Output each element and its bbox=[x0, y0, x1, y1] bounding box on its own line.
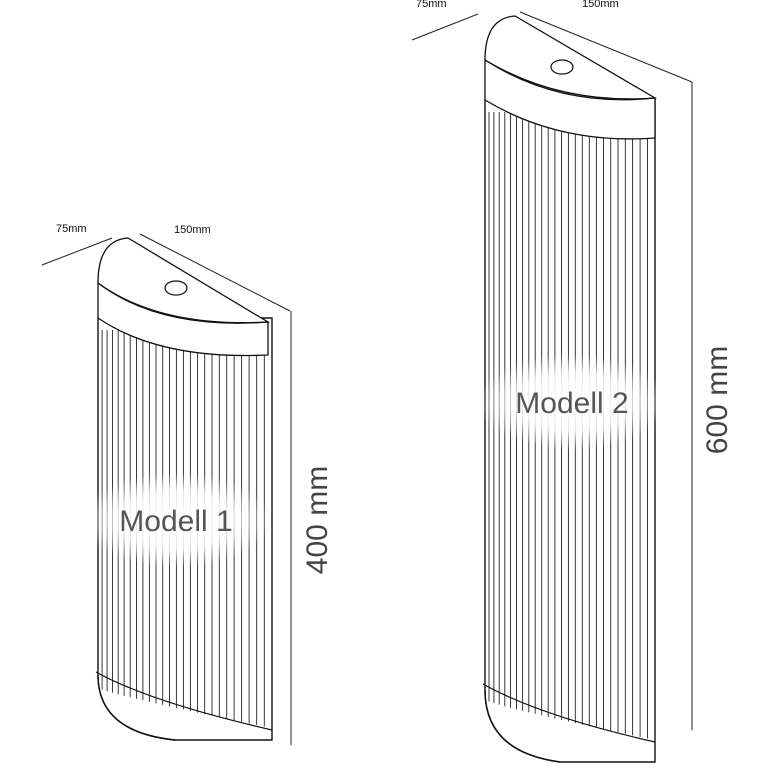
model-2-name-label: Modell 2 bbox=[515, 387, 628, 420]
model-1-width-label: 150mm bbox=[174, 224, 211, 236]
model-1-width-line bbox=[139, 233, 291, 312]
model-2-depth-line bbox=[411, 13, 479, 41]
model-2-height-label: 600 mm bbox=[701, 346, 734, 454]
model-1-height-label: 400 mm bbox=[301, 466, 334, 574]
model-2-depth-label: 75mm bbox=[416, 0, 447, 10]
model-1-depth-label: 75mm bbox=[56, 223, 87, 235]
model-2-lamp: 75mm 150mm Modell 2 600 mm bbox=[411, 0, 734, 763]
model-2-label-glow bbox=[477, 354, 667, 450]
model-2-top-cap bbox=[484, 15, 658, 140]
model-2-width-line bbox=[519, 11, 693, 83]
model-1-lamp: 75mm 150mm Modell 1 400 mm bbox=[41, 223, 334, 745]
model-2-knob-icon bbox=[550, 59, 574, 75]
model-1-name-label: Modell 1 bbox=[119, 505, 232, 538]
model-1-label-glow bbox=[81, 472, 271, 568]
model-1-top-cap bbox=[97, 237, 271, 357]
model-1-knob-icon bbox=[164, 280, 188, 296]
model-2-width-label: 150mm bbox=[582, 0, 619, 10]
model-1-depth-line bbox=[41, 237, 113, 266]
